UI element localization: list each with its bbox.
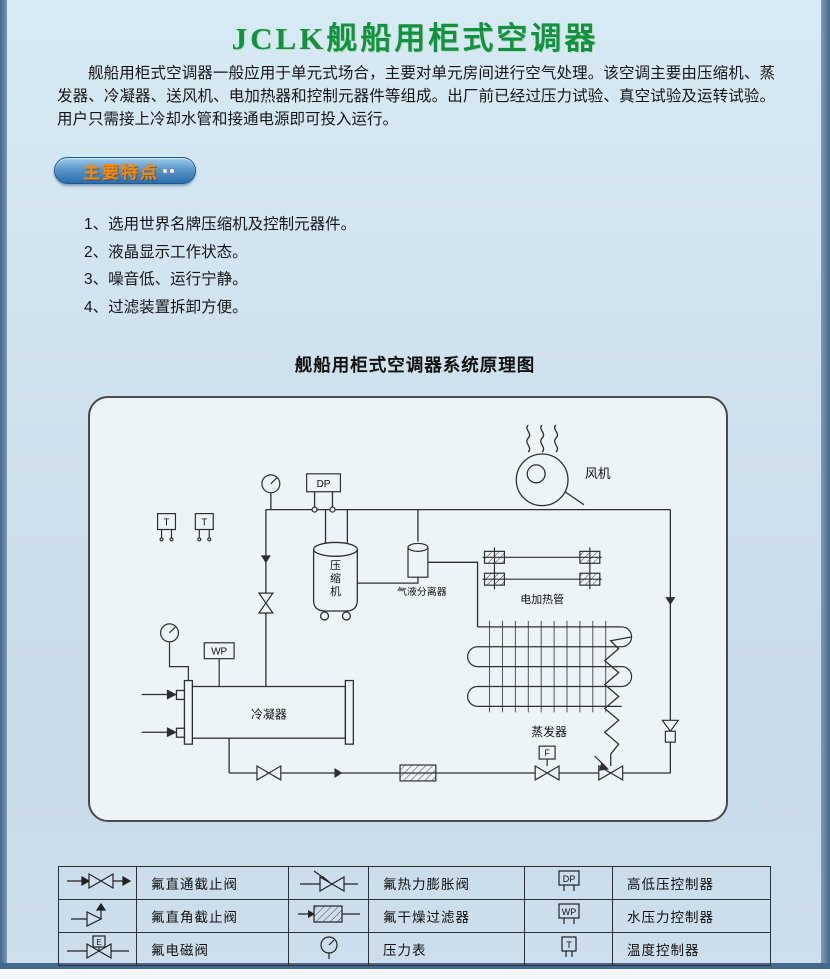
- check-device-icon: [661, 719, 680, 743]
- flow-arrows: [260, 555, 676, 778]
- schematic-svg: 风机 DP T T: [141, 424, 680, 782]
- page-right-edge: [821, 0, 830, 979]
- dp-controller-icon: [306, 473, 342, 513]
- expansion-valve-icon: [288, 866, 369, 900]
- legend-label: 氟电磁阀: [136, 932, 289, 966]
- legend-row: 氟直通截止阀 氟热力膨胀阀 DP 高: [58, 866, 771, 900]
- page-title: JCLK舰船用柜式空调器: [231, 21, 599, 56]
- badge-decoration: [163, 168, 167, 173]
- temp-controller-label: T: [163, 518, 169, 529]
- angle-stop-valve-icon: [58, 899, 137, 933]
- wp-controller-icon: [203, 642, 235, 687]
- compressor-label: 缩: [330, 572, 341, 585]
- legend-label: 氟干燥过滤器: [368, 899, 525, 933]
- feature-item-4: 4、过滤装置拆卸方便。: [84, 298, 248, 316]
- dry-filter-icon: [399, 764, 437, 782]
- legend-row: 氟直角截止阀 氟干燥过滤器 WP: [58, 899, 771, 933]
- pressure-gauge-icon: [261, 474, 281, 494]
- separator-label: 气液分离器: [397, 585, 447, 598]
- legend-label: 压力表: [368, 932, 525, 966]
- compressor-label: 压: [330, 559, 341, 572]
- legend-label: 氟热力膨胀阀: [368, 866, 525, 900]
- dry-filter-icon: [288, 899, 369, 933]
- legend-label: 氟直角截止阀: [136, 899, 289, 933]
- temp-controller-icons: [156, 513, 214, 542]
- svg-text:DP: DP: [562, 874, 575, 884]
- condenser-label: 冷凝器: [251, 707, 287, 721]
- pressure-gauge-icon: [288, 932, 369, 966]
- expansion-valve-icon: [594, 755, 624, 781]
- wp-controller-label: WP: [211, 647, 227, 658]
- evaporator-icon: [467, 620, 633, 713]
- compressor-label: 机: [330, 584, 341, 598]
- temp-controller-label: T: [201, 518, 207, 529]
- svg-text:E: E: [96, 938, 101, 947]
- legend-label: 水压力控制器: [612, 899, 771, 933]
- bottom-stop-valve-icon: [256, 764, 282, 781]
- legend-label: 高低压控制器: [612, 866, 771, 900]
- heater-label: 电加热管: [520, 592, 564, 606]
- wp-controller-icon: WP: [524, 899, 613, 933]
- fan-label: 风机: [585, 466, 611, 481]
- feature-item-2: 2、液晶显示工作状态。: [84, 243, 248, 261]
- dp-controller-label: DP: [317, 479, 331, 490]
- solenoid-f-label: F: [544, 748, 550, 758]
- features-list: 1、选用世界名牌压缩机及控制元器件。 2、液晶显示工作状态。 3、噪音低、运行宁…: [84, 211, 356, 321]
- feature-item-1: 1、选用世界名牌压缩机及控制元器件。: [84, 216, 357, 233]
- legend-table: 氟直通截止阀 氟热力膨胀阀 DP 高: [58, 866, 771, 966]
- evaporator-label: 蒸发器: [531, 725, 567, 739]
- legend-label: 温度控制器: [612, 932, 771, 966]
- straight-stop-valve-icon: [58, 866, 137, 900]
- feature-item-3: 3、噪音低、运行宁静。: [84, 271, 248, 288]
- legend-label: 氟直通截止阀: [136, 866, 289, 900]
- page-bottom-edge: [0, 963, 830, 969]
- stop-valve-icon: [257, 592, 274, 614]
- diagram-title: 舰船用柜式空调器系统原理图: [294, 355, 536, 375]
- compressor-icon: [312, 541, 358, 621]
- fan-icon: [515, 424, 585, 507]
- pressure-gauge-icon: [159, 623, 189, 681]
- condenser-icon: [141, 679, 354, 745]
- page-bottom-margin: [0, 969, 830, 979]
- intro-paragraph: 舰船用柜式空调器一般应用于单元式场合，主要对单元房间进行空气处理。该空调主要由压…: [57, 65, 775, 128]
- legend-row: E 氟电磁阀 压力表 T 温度控制器: [58, 932, 771, 966]
- schematic-diagram: 风机 DP T T: [88, 396, 728, 822]
- heater-icon: [482, 547, 602, 590]
- separator-icon: [407, 542, 429, 578]
- svg-text:T: T: [566, 940, 572, 950]
- dp-controller-icon: DP: [524, 866, 613, 900]
- solenoid-valve-icon: [534, 745, 560, 781]
- temp-controller-icon: T: [524, 932, 613, 966]
- solenoid-valve-icon: E: [58, 932, 137, 966]
- svg-text:WP: WP: [561, 907, 576, 917]
- page-left-edge: [0, 0, 7, 979]
- features-badge: 主要特点: [54, 157, 196, 184]
- features-badge-label: 主要特点: [83, 163, 159, 182]
